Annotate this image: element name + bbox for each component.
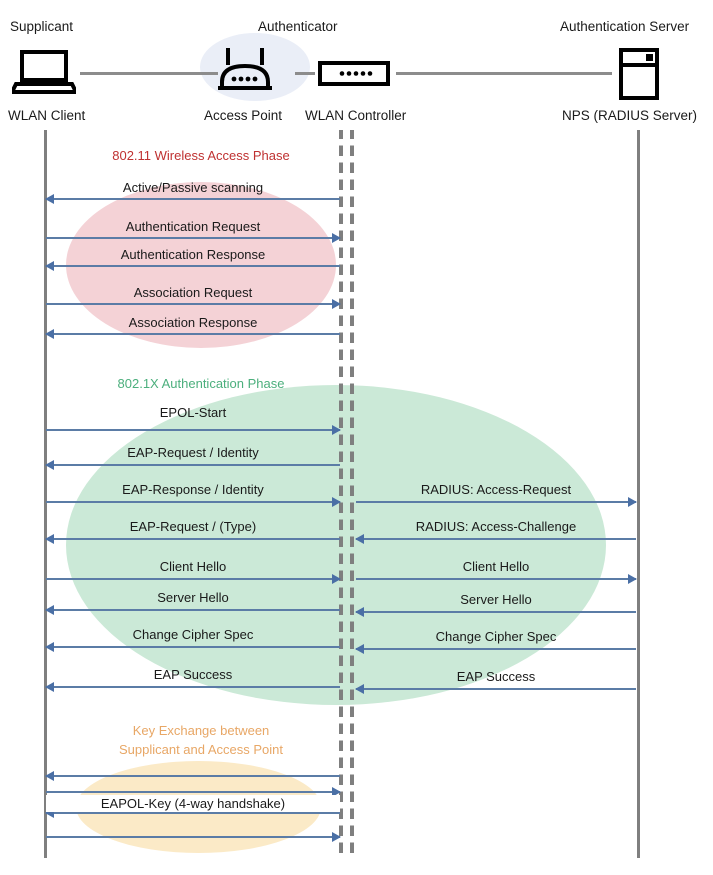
- message-arrow: [45, 682, 340, 692]
- actor-device-wlan-client: WLAN Client: [8, 108, 86, 123]
- message-arrow: [45, 329, 340, 339]
- link-client-to-ap: [80, 72, 218, 75]
- actor-role-supplicant: Supplicant: [10, 19, 74, 34]
- message-arrow: [356, 574, 637, 584]
- message-arrow: [355, 607, 636, 617]
- laptop-icon: [8, 50, 80, 99]
- message-arrow: [46, 832, 341, 842]
- lifeline-wlan-controller: [350, 130, 354, 858]
- actor-device-wlan-controller: WLAN Controller: [305, 108, 407, 123]
- message-arrow: [46, 574, 341, 584]
- phase-label-dot1x-authentication: 802.1X Authentication Phase: [117, 376, 285, 391]
- message-label: Active/Passive scanning: [122, 180, 264, 195]
- message-label: Change Cipher Spec: [435, 629, 557, 644]
- message-label: EAP Success: [456, 669, 536, 684]
- message-arrow: [45, 460, 340, 470]
- actor-device-nps-radius-server: NPS (RADIUS Server): [562, 108, 698, 123]
- link-controller-to-server: [396, 72, 612, 75]
- server-icon: [619, 48, 659, 105]
- phase-label-wireless-access: 802.11 Wireless Access Phase: [112, 148, 290, 163]
- message-label: EAP-Response / Identity: [122, 482, 264, 497]
- phase-ellipse-dot1x-authentication: [66, 385, 606, 705]
- message-label: EAP Success: [153, 667, 233, 682]
- link-ap-to-controller: [295, 72, 315, 75]
- message-arrow: [355, 644, 636, 654]
- message-arrow: [46, 233, 341, 243]
- actor-device-access-point: Access Point: [204, 108, 283, 123]
- phase-label-key-exchange: Key Exchange between Supplicant and Acce…: [118, 723, 284, 757]
- message-label: Association Request: [133, 285, 253, 300]
- message-arrow: [46, 425, 341, 435]
- actor-role-authentication-server: Authentication Server: [560, 19, 690, 34]
- message-arrow: [355, 684, 636, 694]
- message-arrow: [46, 299, 341, 309]
- message-label: EAP-Request / (Type): [129, 519, 257, 534]
- wlan-controller-icon: [318, 61, 390, 91]
- access-point-icon: [214, 48, 276, 99]
- message-arrow: [45, 261, 340, 271]
- message-arrow: [355, 534, 636, 544]
- message-label: Server Hello: [460, 592, 532, 607]
- message-label: Server Hello: [157, 590, 229, 605]
- message-arrow: [46, 787, 341, 797]
- message-arrow: [45, 808, 340, 818]
- lifeline-authentication-server: [637, 130, 640, 858]
- message-label: Authentication Response: [120, 247, 266, 262]
- message-label: RADIUS: Access-Request: [420, 482, 572, 497]
- message-label: Authentication Request: [125, 219, 261, 234]
- message-arrow: [45, 194, 340, 204]
- lifeline-supplicant: [44, 130, 47, 858]
- message-label: Client Hello: [462, 559, 530, 574]
- message-label: EAPOL-Key (4-way handshake): [46, 795, 340, 812]
- message-arrow: [46, 497, 341, 507]
- message-arrow: [45, 534, 340, 544]
- message-label: RADIUS: Access-Challenge: [415, 519, 577, 534]
- message-label: Change Cipher Spec: [132, 627, 254, 642]
- message-arrow: [356, 497, 637, 507]
- message-label: EPOL-Start: [159, 405, 227, 420]
- message-arrow: [45, 642, 340, 652]
- actor-role-authenticator: Authenticator: [258, 19, 338, 34]
- message-label: Client Hello: [159, 559, 227, 574]
- message-arrow: [45, 605, 340, 615]
- message-arrow: [45, 771, 340, 781]
- message-label: Association Response: [128, 315, 258, 330]
- message-label: EAP-Request / Identity: [127, 445, 259, 460]
- lifeline-access-point: [339, 130, 343, 858]
